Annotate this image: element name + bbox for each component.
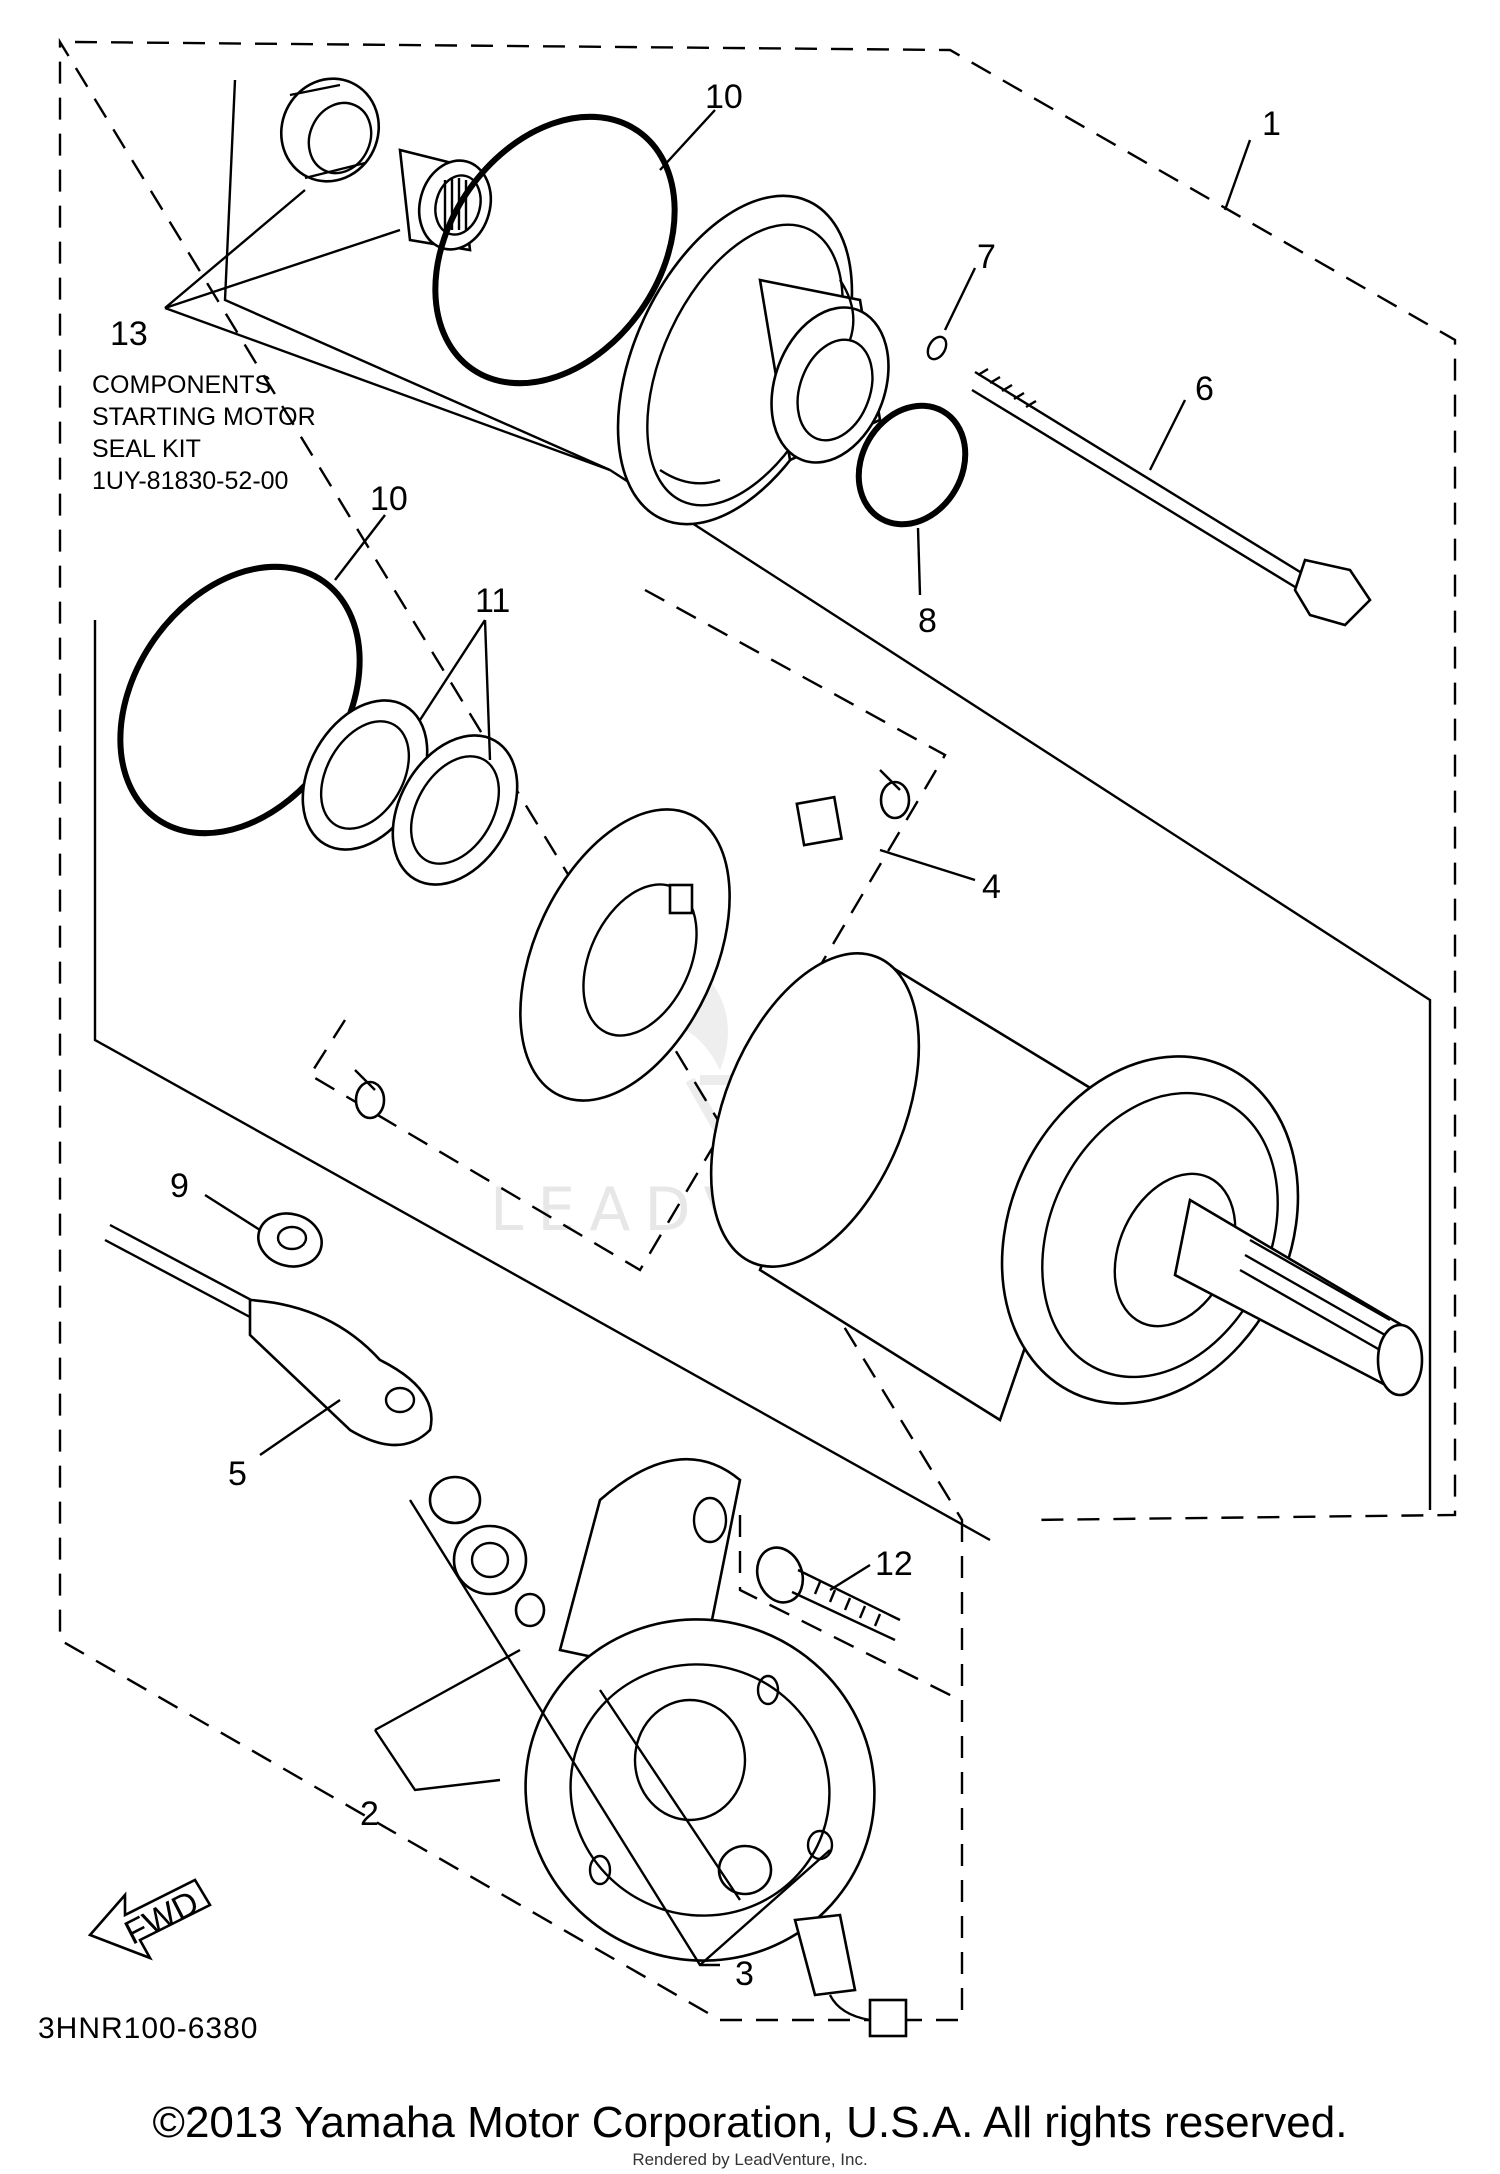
callout-12: 12 xyxy=(875,1545,913,1583)
callout-bracket-2 xyxy=(374,1648,521,1792)
washers xyxy=(301,699,519,886)
callout-1: 1 xyxy=(1262,105,1281,143)
callout-8: 8 xyxy=(918,602,937,640)
terminal-bolt xyxy=(793,1913,908,2038)
callout-10-left: 10 xyxy=(370,480,408,518)
front-cover xyxy=(616,194,890,526)
kit-label-line4: 1UY-81830-52-00 xyxy=(92,467,288,495)
callout-11: 11 xyxy=(475,582,510,620)
assembly-boundary xyxy=(58,37,1457,2022)
through-bolt xyxy=(971,367,1372,627)
seal-kit-label: COMPONENTS STARTING MOTOR SEAL KIT 1UY-8… xyxy=(92,371,316,495)
kit-label-line1: COMPONENTS xyxy=(92,371,271,399)
motor-yoke xyxy=(709,952,1300,1422)
callout-4: 4 xyxy=(982,868,1001,906)
kit-label-line2: STARTING MOTOR xyxy=(92,403,316,431)
nut xyxy=(257,1212,323,1268)
brush-spring-bottom xyxy=(354,1069,386,1120)
starter-cable xyxy=(104,1223,433,1447)
terminal-insulator-set xyxy=(428,1475,546,1628)
rendered-by-notice: Rendered by LeadVenture, Inc. xyxy=(632,2150,868,2169)
callout-5: 5 xyxy=(228,1455,247,1493)
callout-7: 7 xyxy=(977,238,996,276)
armature-shaft xyxy=(1173,1197,1424,1397)
fwd-label: FWD xyxy=(119,1883,205,1952)
kit-label-line3: SEAL KIT xyxy=(92,435,201,463)
drawing-number: 3HNR100-6380 xyxy=(38,2012,258,2045)
seal-kit-bracket xyxy=(93,79,1432,1542)
leader-lines xyxy=(204,109,1252,1592)
callout-6: 6 xyxy=(1195,370,1214,408)
brush-set-boundary xyxy=(308,588,947,1272)
bolt-set-boundary xyxy=(738,1515,961,1702)
brush-spring-top xyxy=(879,769,911,820)
oil-seal xyxy=(279,77,381,183)
brush xyxy=(795,795,844,847)
callout-3: 3 xyxy=(735,1955,754,1993)
copyright-notice: ©2013 Yamaha Motor Corporation, U.S.A. A… xyxy=(152,2098,1348,2147)
o-ring-small xyxy=(926,335,948,361)
o-ring-large-top xyxy=(432,113,678,387)
fwd-arrow-icon: FWD xyxy=(87,1878,212,1961)
brush-plate xyxy=(519,808,731,1102)
callout-13: 13 xyxy=(110,315,148,353)
callout-10-top: 10 xyxy=(705,78,743,116)
callout-2: 2 xyxy=(360,1795,379,1833)
callout-9: 9 xyxy=(170,1167,189,1205)
callout-bracket-3 xyxy=(408,1499,831,1967)
assembly-bolt xyxy=(755,1546,901,1642)
o-ring-medium xyxy=(855,402,969,528)
rear-cover xyxy=(524,1457,876,1962)
